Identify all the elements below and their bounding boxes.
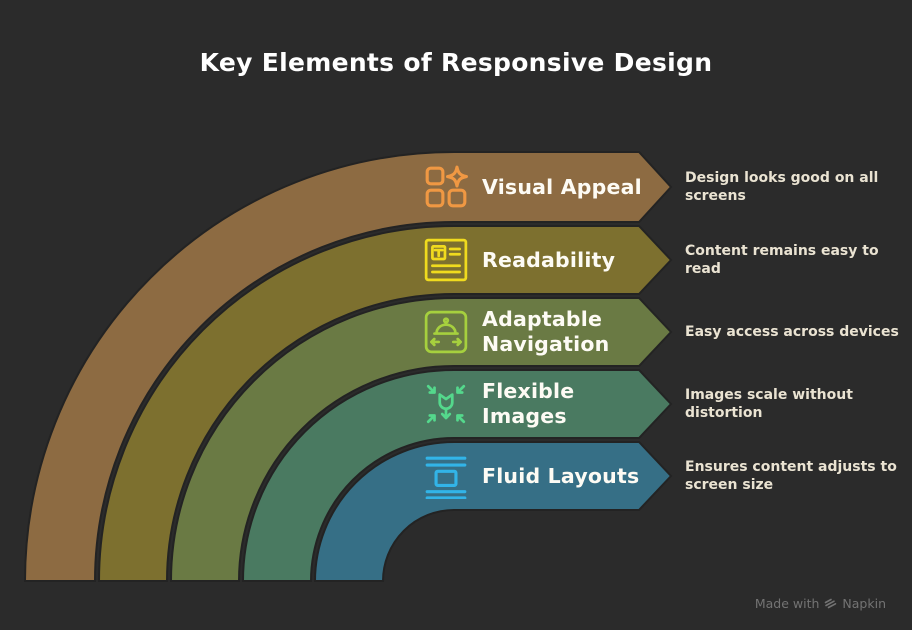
- band-shape-adaptable-navigation: [169, 297, 673, 582]
- description-line: Content remains easy to: [685, 243, 879, 259]
- watermark-prefix: Made with: [754, 595, 820, 611]
- label-line: Adaptable: [482, 307, 603, 331]
- band-shape-fluid-layouts: [313, 441, 673, 582]
- label-line: Visual Appeal: [482, 174, 642, 199]
- item-description-visual-appeal: Design looks good on all screens: [685, 152, 910, 222]
- page-title: Key Elements of Responsive Design: [199, 48, 713, 77]
- layout-lines-icon: [425, 456, 467, 499]
- description-line: screens: [685, 188, 746, 204]
- label-line: Flexible: [482, 379, 575, 403]
- description-line: read: [685, 261, 721, 277]
- band-shape-readability: [97, 225, 673, 582]
- document-text-icon: [424, 238, 468, 282]
- band-shape-visual-appeal: [23, 151, 673, 582]
- item-description-readability: Content remains easy to read: [685, 225, 910, 295]
- item-label-visual-appeal: Visual Appeal: [482, 152, 672, 222]
- item-label-readability: Readability: [482, 225, 672, 295]
- item-description-flexible-images: Images scale without distortion: [685, 369, 910, 439]
- item-label-fluid-layouts: Fluid Layouts: [482, 441, 672, 511]
- description-line: distortion: [685, 405, 763, 421]
- description-line: screen size: [685, 477, 774, 493]
- image-shrink-icon: [426, 384, 466, 424]
- item-description-adaptable-navigation: Easy access across devices: [685, 297, 910, 367]
- item-label-flexible-images: Flexible Images: [482, 369, 672, 439]
- description-line: Design looks good on all: [685, 170, 879, 186]
- squares-sparkle-icon: [425, 165, 468, 208]
- menu-resize-icon: [424, 310, 468, 354]
- napkin-logo-icon: [825, 598, 837, 608]
- label-line: Readability: [482, 247, 616, 272]
- napkin-watermark[interactable]: Made with Napkin: [755, 595, 886, 611]
- description-line: Images scale without: [685, 387, 853, 403]
- description-line: Easy access across devices: [685, 324, 899, 340]
- watermark-brand: Napkin: [842, 595, 886, 611]
- band-shape-flexible-images: [241, 369, 673, 582]
- label-line: Images: [482, 404, 567, 428]
- label-line: Navigation: [482, 332, 610, 356]
- description-line: Ensures content adjusts to: [685, 459, 897, 475]
- item-description-fluid-layouts: Ensures content adjusts to screen size: [685, 441, 910, 511]
- item-label-adaptable-navigation: Adaptable Navigation: [482, 297, 672, 367]
- label-line: Fluid Layouts: [482, 463, 640, 488]
